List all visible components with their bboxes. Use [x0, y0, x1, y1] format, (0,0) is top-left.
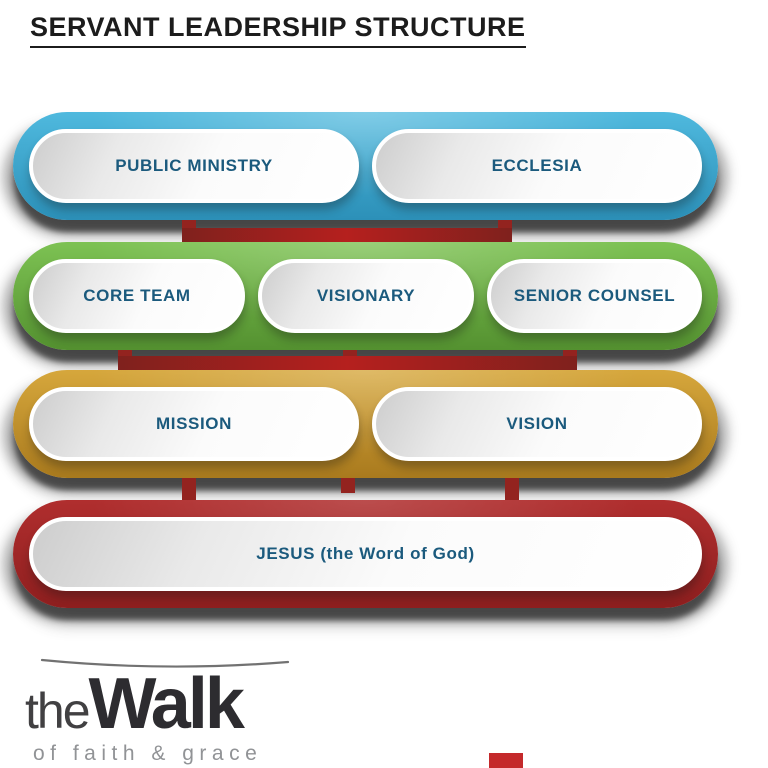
node-label: JESUS (the Word of God): [256, 544, 475, 563]
bottom-red-mark: [489, 753, 523, 768]
connector-stem: [182, 478, 196, 500]
node-jesus: JESUS (the Word of God): [29, 517, 702, 591]
logo-swoosh-icon: [40, 658, 290, 668]
node-public-ministry: PUBLIC MINISTRY: [29, 129, 359, 203]
node-vision: VISION: [372, 387, 702, 461]
node-label: PUBLIC MINISTRY: [115, 156, 273, 175]
logo-tagline: of faith & grace: [33, 742, 263, 765]
tier-band-core-team-visionary-senior-counsel: CORE TEAM VISIONARY SENIOR COUNSEL: [13, 242, 718, 350]
connector-bar: [118, 356, 577, 370]
node-label: SENIOR COUNSEL: [513, 286, 676, 305]
the-walk-logo: theWalk of faith & grace: [25, 658, 290, 766]
connector-stem: [341, 478, 355, 493]
node-label: MISSION: [156, 414, 232, 433]
node-senior-counsel: SENIOR COUNSEL: [487, 259, 702, 333]
node-label: ECCLESIA: [491, 156, 583, 175]
connector-stem: [505, 478, 519, 500]
node-visionary: VISIONARY: [258, 259, 474, 333]
logo-word-walk: Walk: [88, 664, 245, 744]
node-label: VISIONARY: [316, 286, 416, 305]
tier-band-public-ministry-ecclesia: PUBLIC MINISTRY ECCLESIA: [13, 112, 718, 220]
node-mission: MISSION: [29, 387, 359, 461]
node-label: VISION: [506, 414, 568, 433]
node-ecclesia: ECCLESIA: [372, 129, 702, 203]
connector-bar: [182, 228, 512, 242]
logo-wordmark: theWalk: [25, 668, 262, 740]
node-core-team: CORE TEAM: [29, 259, 245, 333]
page-title: SERVANT LEADERSHIP STRUCTURE: [30, 12, 526, 48]
tier-band-jesus: JESUS (the Word of God): [13, 500, 718, 608]
tier-band-mission-vision: MISSION VISION: [13, 370, 718, 478]
node-label: CORE TEAM: [83, 286, 191, 305]
logo-word-the: the: [25, 683, 91, 739]
